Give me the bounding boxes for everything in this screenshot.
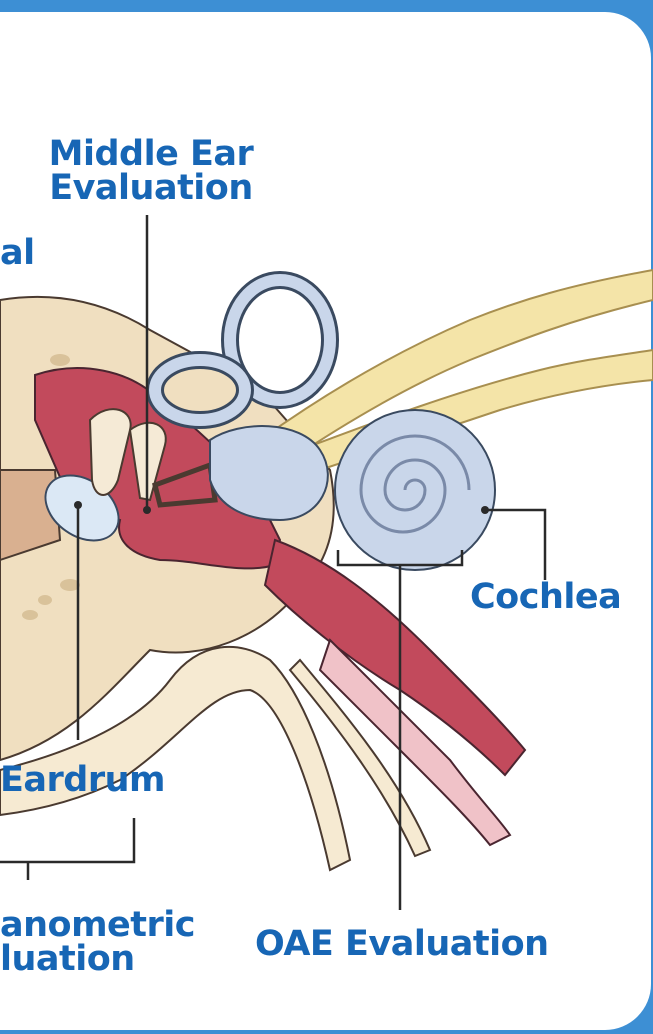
ear-canal-label-partial: al bbox=[0, 236, 35, 270]
cochlea-label: Cochlea bbox=[470, 580, 621, 614]
vestibule bbox=[210, 426, 328, 520]
tympanometric-bracket bbox=[0, 818, 134, 862]
oae-evaluation-label: OAE Evaluation bbox=[255, 927, 549, 961]
middle-ear-dot bbox=[143, 506, 151, 514]
cochlea-leader bbox=[485, 510, 545, 580]
eardrum-label: Eardrum bbox=[0, 763, 165, 797]
middle-ear-evaluation-label: Middle Ear Evaluation bbox=[36, 137, 266, 205]
cochlea-dot bbox=[481, 506, 489, 514]
bone-speckle bbox=[22, 610, 38, 620]
bone-speckle bbox=[50, 354, 70, 366]
eardrum-dot bbox=[74, 501, 82, 509]
cochlea-shell bbox=[335, 410, 495, 570]
tympanometric-evaluation-label-partial: anometric luation bbox=[0, 908, 195, 976]
bone-speckle bbox=[38, 595, 52, 605]
